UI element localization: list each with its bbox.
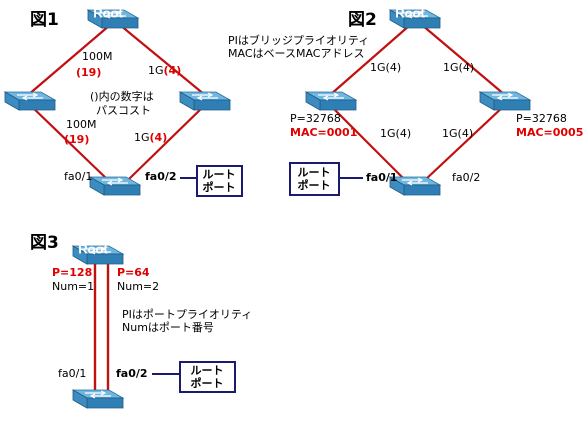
port-priority-note-line1: PIはポートプライオリティ [122,308,252,321]
root-label: Root [395,6,425,21]
figure-2: 図2 Root PIはブリッジプライオリティ MACはベースMACアドレス 1G… [228,6,583,196]
link-bandwidth-label: 1G(4) [134,131,167,144]
network-switch-icon [179,91,231,111]
left-bridge-priority: P=32768 [290,112,341,125]
link-root-right [421,24,506,96]
root-port-box [289,162,340,196]
path-cost-note-line2: パスコスト [96,104,151,117]
right-bridge-mac: MAC=0005 [516,126,583,139]
port-label-right: fa0/2 [116,367,148,380]
link-root-left [27,24,111,96]
port-label-right: fa0/2 [452,171,480,184]
link-right-bottom [424,104,506,181]
root-label: Root [78,242,108,257]
root-switch-icon: Root [389,6,441,29]
root-port-label-line1: ルート [191,364,224,377]
right-bridge-priority: P=32768 [516,112,567,125]
network-switch-icon [4,91,56,111]
link-bandwidth-label: 1G(4) [148,64,181,77]
link-bandwidth-label: 1G(4) [380,127,411,140]
root-port-label-line2: ポート [203,180,236,194]
link-left-bottom [29,104,109,181]
priority-note-line2: MACはベースMACアドレス [228,47,364,60]
figure-1-title: 図1 [30,10,59,30]
link-bandwidth-label: 1G(4) [442,127,473,140]
root-port-label-line2: ポート [191,376,224,390]
link-bandwidth-label: 100M [82,50,113,63]
root-label: Root [93,6,123,21]
port-priority-note-line2: Numはポート番号 [122,321,214,334]
figure-1: 図1 Root 100M (19) 100M (19) 1G(4) 1G(4) … [4,6,243,197]
root-port-label-line1: ルート [203,168,236,181]
link-bandwidth-label: 1G(4) [370,61,401,74]
figure-3: 図3 Root P=128 Num=1 P=64 Num=2 PIはポートプライ… [30,233,252,409]
path-cost-note-line1: ()内の数字は [90,89,154,103]
root-port-label-line1: ルート [298,166,331,179]
left-port-priority: P=128 [52,266,92,279]
link-bandwidth-label: 1G(4) [443,61,474,74]
root-port-box [196,165,243,197]
priority-note-line1: PIはブリッジプライオリティ [228,33,369,47]
link-root-right [119,24,206,96]
network-switch-icon [72,389,124,409]
port-label-right: fa0/2 [145,170,177,183]
right-port-priority: P=64 [117,266,150,279]
figure-3-title: 図3 [30,233,59,253]
network-switch-icon [305,91,357,111]
link-left-bottom [329,104,406,181]
root-switch-icon: Root [72,242,124,265]
port-label-left: fa0/1 [366,171,398,184]
right-port-number: Num=2 [117,280,159,293]
port-label-left: fa0/1 [64,170,92,183]
root-switch-icon: Root [87,6,139,29]
network-switch-icon [89,176,141,196]
figure-1-links [27,24,206,181]
network-switch-icon [479,91,531,111]
link-cost-label: (19) [64,133,89,146]
figure-2-title: 図2 [348,10,377,30]
link-cost-label: (19) [76,66,101,79]
left-bridge-mac: MAC=0001 [290,126,357,139]
left-port-number: Num=1 [52,280,94,293]
root-port-label-line2: ポート [298,178,331,192]
port-label-left: fa0/1 [58,367,86,380]
link-right-bottom [127,104,206,181]
figure-2-links [329,24,506,181]
figure-3-links [93,258,110,394]
root-port-box [179,361,236,393]
link-root-left [329,24,411,96]
link-bandwidth-label: 100M [66,118,97,131]
